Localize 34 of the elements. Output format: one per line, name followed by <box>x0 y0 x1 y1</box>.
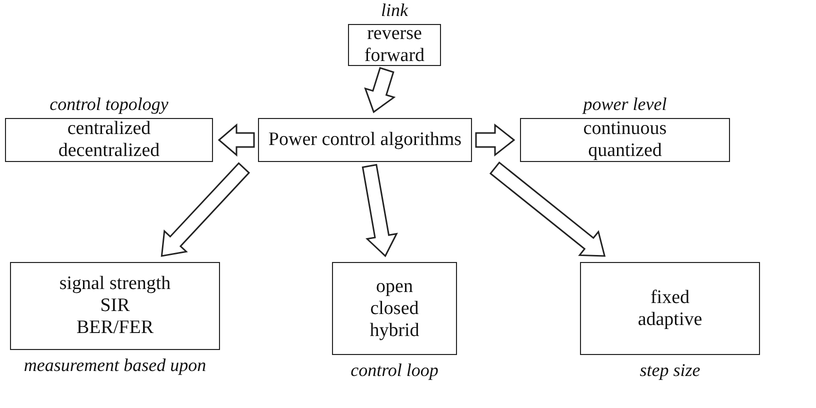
option-label: continuous <box>583 118 667 140</box>
option-label: decentralized <box>58 140 160 162</box>
option-label: closed <box>370 298 419 320</box>
category-heading: power level <box>581 93 668 116</box>
option-label: adaptive <box>638 308 702 330</box>
block-arrow <box>160 162 250 257</box>
option-label: centralized <box>67 118 151 140</box>
option-label: BER/FER <box>76 317 154 339</box>
option-label: open <box>376 276 413 298</box>
block-arrow <box>218 123 255 157</box>
category-heading: control topology <box>48 93 170 116</box>
block-arrow <box>362 164 398 258</box>
option-label: hybrid <box>370 320 420 342</box>
option-label: forward <box>364 45 425 67</box>
block-arrow <box>364 66 396 114</box>
category-heading: link <box>380 0 410 22</box>
option-box <box>258 118 472 162</box>
option-label: quantized <box>588 140 662 162</box>
option-box <box>332 262 457 355</box>
option-box <box>580 262 760 355</box>
category-heading: step size <box>638 359 702 382</box>
option-label: signal strength <box>59 273 171 295</box>
option-label: reverse <box>367 23 422 45</box>
option-box <box>348 24 441 66</box>
node-label: Power control algorithms <box>268 129 462 151</box>
option-label: SIR <box>100 295 130 317</box>
block-arrow <box>489 161 606 257</box>
category-heading: control loop <box>350 359 440 382</box>
category-heading: measurement based upon <box>22 354 208 377</box>
option-box <box>5 118 213 162</box>
option-box <box>10 262 220 350</box>
block-arrow <box>475 123 516 157</box>
option-box <box>520 118 730 162</box>
option-label: fixed <box>650 286 690 308</box>
